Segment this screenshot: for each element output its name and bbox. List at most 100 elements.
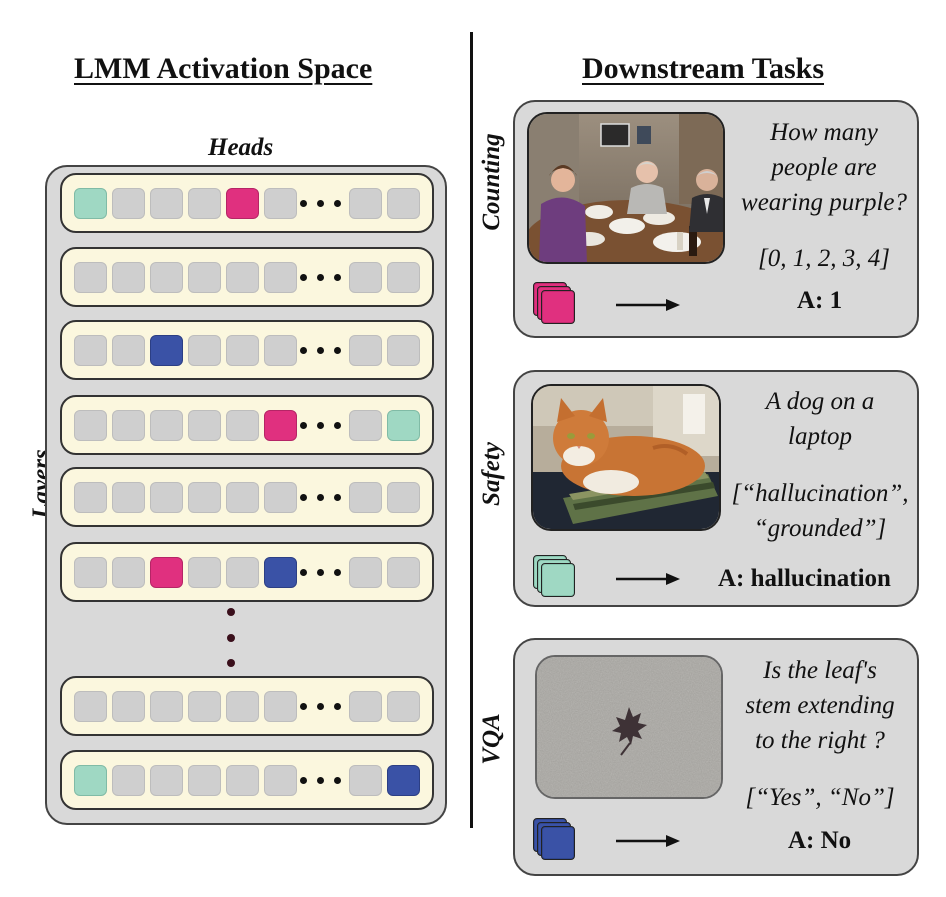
- attention-head: [150, 691, 183, 722]
- question-line: wearing purple?: [741, 189, 907, 216]
- heads-ellipsis: [300, 274, 344, 282]
- question-line: people are: [771, 154, 877, 181]
- attention-head: [150, 188, 183, 219]
- attention-head-pink: [150, 557, 183, 588]
- attention-head: [112, 691, 145, 722]
- attention-head: [150, 262, 183, 293]
- layer-row: [60, 173, 434, 233]
- attention-head: [226, 765, 259, 796]
- attention-head-blue: [387, 765, 420, 796]
- attention-head-teal: [387, 410, 420, 441]
- layer-row: [60, 467, 434, 527]
- attention-head: [264, 482, 297, 513]
- attention-head: [349, 482, 382, 513]
- task-card-vqa: [513, 638, 919, 876]
- left-section-title: LMM Activation Space: [74, 52, 373, 85]
- question-line: How many: [770, 119, 878, 146]
- right-arrow-icon: [616, 572, 680, 586]
- answer-counting: A: 1: [797, 287, 843, 314]
- attention-head: [226, 335, 259, 366]
- attention-head: [188, 765, 221, 796]
- attention-head: [226, 691, 259, 722]
- attention-head-teal: [74, 188, 107, 219]
- attention-head: [188, 335, 221, 366]
- leaf-on-concrete-photo: [537, 657, 721, 797]
- attention-head: [264, 335, 297, 366]
- cat-on-laptop-photo: [533, 386, 719, 529]
- attention-head: [112, 188, 145, 219]
- head-stack-icon: [533, 818, 577, 862]
- attention-head: [387, 691, 420, 722]
- task-card-counting: [513, 100, 919, 338]
- attention-head: [349, 410, 382, 441]
- layer-row: [60, 542, 434, 602]
- attention-head: [74, 410, 107, 441]
- head-stack-icon: [533, 282, 577, 326]
- heads-ellipsis: [300, 703, 344, 711]
- attention-head: [264, 188, 297, 219]
- question-counting: How many people are wearing purple?: [714, 115, 934, 220]
- attention-head: [112, 335, 145, 366]
- question-line: to the right ?: [755, 727, 885, 754]
- layer-row: [60, 320, 434, 380]
- question-vqa: Is the leaf's stem extending to the right …: [710, 653, 930, 758]
- layer-row: [60, 750, 434, 810]
- attention-head: [112, 410, 145, 441]
- attention-head: [112, 262, 145, 293]
- attention-head: [349, 765, 382, 796]
- options-line: “grounded”]: [753, 515, 887, 542]
- attention-head: [387, 557, 420, 588]
- attention-head: [264, 765, 297, 796]
- layer-ellipsis-dot: [227, 659, 235, 667]
- heads-axis-label: Heads: [208, 134, 274, 161]
- task-card-safety: [513, 370, 919, 607]
- attention-head: [226, 557, 259, 588]
- attention-head: [349, 557, 382, 588]
- counting-image: [527, 112, 725, 264]
- attention-head: [264, 262, 297, 293]
- attention-head: [264, 691, 297, 722]
- attention-head: [74, 557, 107, 588]
- attention-head: [349, 335, 382, 366]
- section-divider: [470, 32, 473, 828]
- heads-ellipsis: [300, 347, 344, 355]
- attention-head: [150, 482, 183, 513]
- question-line: Is the leaf's: [763, 657, 877, 684]
- attention-head: [226, 262, 259, 293]
- attention-head: [112, 482, 145, 513]
- right-arrow-icon: [616, 298, 680, 312]
- attention-head: [188, 188, 221, 219]
- attention-head: [349, 691, 382, 722]
- layer-row: [60, 395, 434, 455]
- answer-options-vqa: [“Yes”, “No”]: [745, 784, 895, 811]
- heads-ellipsis: [300, 777, 344, 785]
- heads-ellipsis: [300, 200, 344, 208]
- layer-row: [60, 676, 434, 736]
- layer-row: [60, 247, 434, 307]
- attention-head: [387, 482, 420, 513]
- attention-head: [74, 335, 107, 366]
- answer-options-safety: [“hallucination”, “grounded”]: [710, 476, 930, 546]
- attention-head: [112, 557, 145, 588]
- attention-head: [188, 262, 221, 293]
- answer-vqa: A: No: [788, 827, 852, 854]
- attention-head-blue: [264, 557, 297, 588]
- attention-head: [387, 262, 420, 293]
- head-stack-icon: [533, 555, 577, 599]
- options-line: [“hallucination”,: [731, 480, 909, 507]
- attention-head: [74, 482, 107, 513]
- heads-ellipsis: [300, 422, 344, 430]
- attention-head: [112, 765, 145, 796]
- question-line: A dog on a: [765, 388, 875, 415]
- attention-head: [188, 482, 221, 513]
- layer-ellipsis-dot: [227, 608, 235, 616]
- attention-head-pink: [226, 188, 259, 219]
- task-label-vqa: VQA: [478, 713, 505, 765]
- question-line: stem extending: [745, 692, 895, 719]
- answer-safety: A: hallucination: [718, 565, 891, 592]
- attention-head-teal: [74, 765, 107, 796]
- layer-ellipsis-dot: [227, 634, 235, 642]
- task-label-safety: Safety: [478, 442, 505, 506]
- heads-ellipsis: [300, 569, 344, 577]
